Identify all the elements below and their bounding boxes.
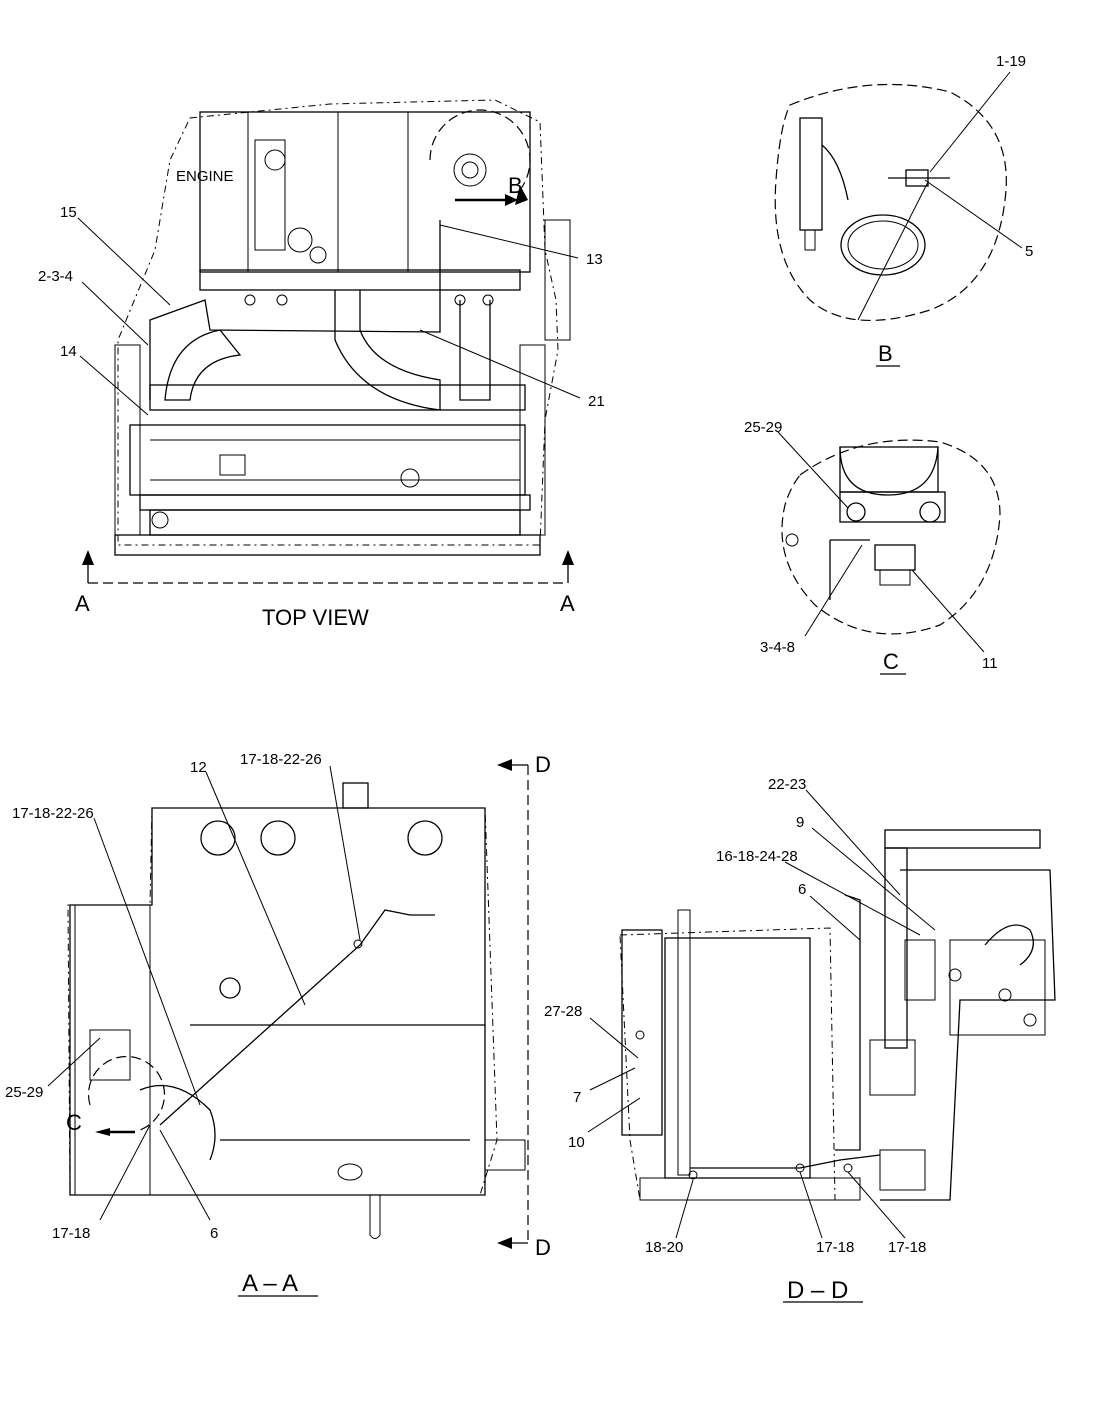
callout-10: 10	[568, 1134, 585, 1151]
detail-b-marker: B	[508, 173, 523, 198]
callout-7: 7	[573, 1089, 581, 1106]
callout-18-20: 18-20	[645, 1239, 683, 1256]
section-dd-title: D – D	[787, 1277, 848, 1304]
callout-2-3-4: 2-3-4	[38, 268, 73, 285]
callout-9: 9	[796, 814, 804, 831]
detail-b-title: B	[878, 341, 893, 366]
section-a-left: A	[75, 591, 90, 616]
detail-c-title: C	[883, 649, 899, 674]
callout-11: 11	[982, 655, 998, 672]
callout-25-29-aa: 25-29	[5, 1084, 43, 1101]
callout-17-18-dd-left: 17-18	[816, 1239, 854, 1256]
section-d-d: 22-23 9 16-18-24-28 6 27-28 7 10 18-20 1…	[544, 776, 1056, 1304]
callout-6-aa: 6	[210, 1225, 218, 1242]
callout-22-23: 22-23	[768, 776, 806, 793]
callout-17-18-22-26-top: 17-18-22-26	[240, 751, 322, 768]
callout-1-19: 1-19	[996, 53, 1026, 70]
callout-15: 15	[60, 204, 77, 221]
top-view: ENGINE B A A TOP VIEW 15 2-3-4 14 13 21	[38, 99, 605, 630]
callout-6-dd: 6	[798, 881, 806, 898]
callout-3-4-8: 3-4-8	[760, 639, 795, 656]
callout-25-29: 25-29	[744, 419, 782, 436]
callout-17-18-aa: 17-18	[52, 1225, 90, 1242]
top-view-title: TOP VIEW	[262, 605, 369, 630]
callout-13: 13	[586, 251, 603, 268]
callout-27-28: 27-28	[544, 1003, 582, 1020]
section-a-a: 12 17-18-22-26 17-18-22-26 25-29 17-18 6…	[5, 751, 551, 1297]
callout-21: 21	[588, 393, 605, 410]
detail-c: 25-29 3-4-8 11 C	[744, 419, 1001, 675]
callout-17-18-dd-right: 17-18	[888, 1239, 926, 1256]
callout-14: 14	[60, 343, 77, 360]
callout-12: 12	[190, 759, 207, 776]
engine-label: ENGINE	[176, 168, 234, 185]
section-aa-title: A – A	[242, 1270, 298, 1297]
callout-16-18-24-28: 16-18-24-28	[716, 848, 798, 865]
section-d-bottom: D	[535, 1235, 551, 1260]
callout-5: 5	[1025, 243, 1033, 260]
detail-c-marker: C	[66, 1110, 82, 1135]
section-a-right: A	[560, 591, 575, 616]
callout-17-18-22-26-left: 17-18-22-26	[12, 805, 94, 822]
section-d-top: D	[535, 752, 551, 777]
detail-b: 1-19 5 B	[774, 53, 1033, 367]
